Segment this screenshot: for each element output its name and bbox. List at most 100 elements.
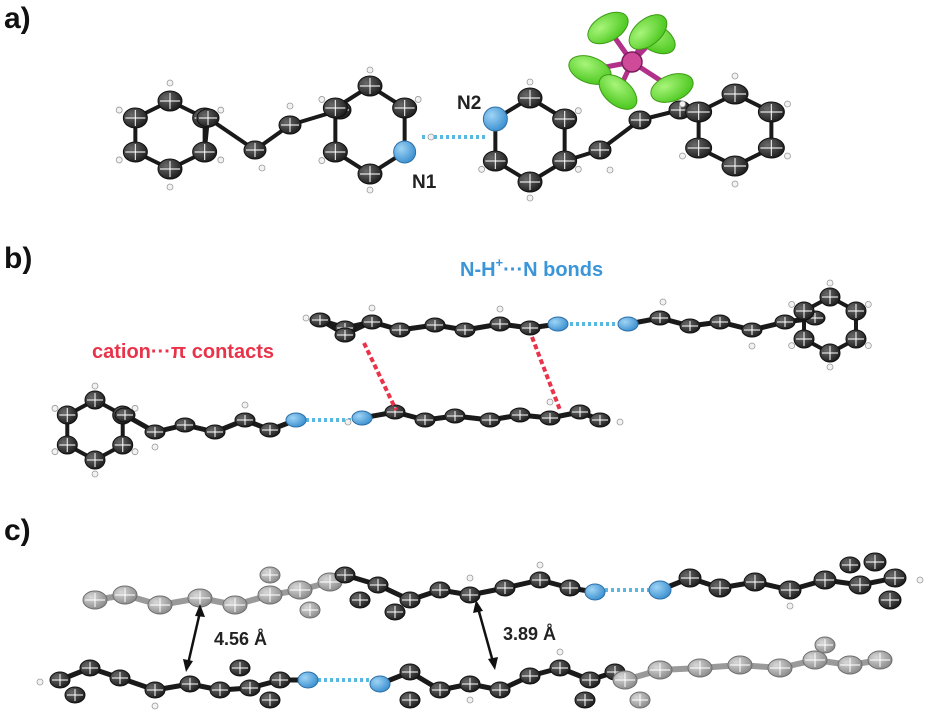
- carbon-atom: [243, 140, 267, 160]
- carbon-atom: [278, 115, 302, 135]
- carbon-atom: [322, 97, 348, 119]
- carbon-atom: [628, 110, 652, 130]
- carbon-atom: [114, 407, 136, 423]
- carbon-atom: [482, 150, 508, 172]
- carbon-atom: [196, 108, 220, 128]
- carbon-atom: [454, 322, 476, 338]
- carbon-atom: [79, 659, 101, 677]
- hydrogen-atom: [466, 696, 474, 704]
- carbon-atom: [209, 681, 231, 699]
- carbon-atom: [708, 578, 732, 598]
- faded-carbon-atom: [867, 650, 893, 670]
- faded-carbon-atom: [802, 650, 828, 670]
- distance-label-1: 4.56 Å: [214, 629, 267, 649]
- carbon-atom: [709, 314, 731, 330]
- carbon-atom: [399, 591, 421, 609]
- hydrogen-atom: [366, 66, 374, 74]
- carbon-atom: [519, 667, 541, 685]
- hydrogen-atom: [318, 96, 326, 103]
- carbon-atom: [84, 390, 106, 410]
- carbon-atom: [569, 404, 591, 420]
- carbon-atom: [529, 571, 551, 589]
- hydrogen-atom: [217, 156, 225, 164]
- hydrogen-atom: [546, 398, 554, 406]
- carbon-atom: [357, 75, 383, 97]
- nitrogen-atom: [617, 316, 639, 332]
- hydrogen-atom: [784, 100, 791, 108]
- carbon-atom: [721, 155, 749, 177]
- carbon-atom: [494, 579, 516, 597]
- carbon-atom: [84, 450, 106, 470]
- carbon-atom: [757, 101, 785, 123]
- nitrogen-atom: [547, 316, 569, 332]
- nitrogen-atom: [584, 583, 606, 601]
- hydrogen-atom: [115, 106, 123, 114]
- fluorine-atom: [628, 14, 668, 50]
- carbon-atom: [459, 675, 481, 693]
- hydrogen-atom: [731, 180, 739, 188]
- distance-label-2: 3.89 Å: [503, 624, 556, 644]
- carbon-atom: [122, 107, 148, 129]
- nitrogen-atom: [482, 106, 508, 132]
- hydrogen-atom: [788, 300, 796, 308]
- hydrogen-atom: [616, 418, 624, 426]
- hydrogen-atom: [731, 72, 739, 80]
- carbon-atom: [424, 317, 446, 333]
- hydrogen-atom: [574, 107, 582, 115]
- faded-carbon-atom: [814, 636, 836, 654]
- carbon-atom: [793, 301, 815, 321]
- carbon-atom: [367, 576, 389, 594]
- hydrogen-atom: [916, 576, 924, 584]
- carbon-atom: [112, 435, 134, 455]
- phosphorus-atom: [621, 51, 643, 73]
- faded-carbon-atom: [299, 601, 321, 619]
- carbon-atom: [192, 141, 218, 163]
- carbon-atom: [229, 659, 251, 677]
- carbon-atom: [399, 663, 421, 681]
- carbon-atom: [389, 322, 411, 338]
- carbon-atom: [56, 435, 78, 455]
- carbon-atom: [883, 568, 907, 588]
- faded-carbon-atom: [612, 670, 638, 690]
- atom-layer: [36, 66, 924, 710]
- hydrogen-atom: [131, 448, 139, 456]
- carbon-atom: [848, 575, 872, 595]
- hydrogen-atom: [115, 156, 123, 164]
- carbon-atom: [357, 163, 383, 185]
- carbon-atom: [459, 586, 481, 604]
- faded-carbon-atom: [259, 566, 281, 584]
- hydrogen-atom: [366, 186, 374, 194]
- hydrogen-atom: [131, 404, 139, 412]
- carbon-atom: [813, 570, 837, 590]
- hydrogen-atom: [427, 133, 435, 141]
- carbon-atom: [269, 671, 291, 689]
- pf6-anion: [568, 11, 694, 110]
- carbon-atom: [863, 552, 887, 572]
- carbon-atom: [109, 669, 131, 687]
- nitrogen-atom: [297, 671, 319, 689]
- nitrogen-atom: [369, 675, 391, 693]
- carbon-atom: [819, 287, 841, 307]
- hydrogen-atom: [414, 96, 422, 103]
- carbon-atom: [56, 405, 78, 425]
- hydrogen-atom: [217, 106, 225, 114]
- carbon-atom: [589, 412, 611, 428]
- hydrogen-atom: [241, 401, 249, 409]
- carbon-atom: [157, 90, 183, 112]
- carbon-atom: [552, 108, 578, 130]
- hydrogen-atom: [864, 342, 872, 350]
- carbon-atom: [179, 675, 201, 693]
- carbon-atom: [549, 659, 571, 677]
- carbon-atom: [322, 141, 348, 163]
- hydrogen-atom: [151, 702, 159, 710]
- distance-arrow: [183, 604, 205, 672]
- carbon-atom: [489, 316, 511, 332]
- faded-carbon-atom: [147, 595, 173, 615]
- carbon-atom: [489, 681, 511, 699]
- hydrogen-atom: [748, 342, 756, 350]
- carbon-atom: [259, 422, 281, 438]
- carbon-atom: [839, 556, 861, 574]
- carbon-atom: [144, 424, 166, 440]
- hydrogen-atom: [496, 305, 504, 313]
- carbon-atom: [509, 407, 531, 423]
